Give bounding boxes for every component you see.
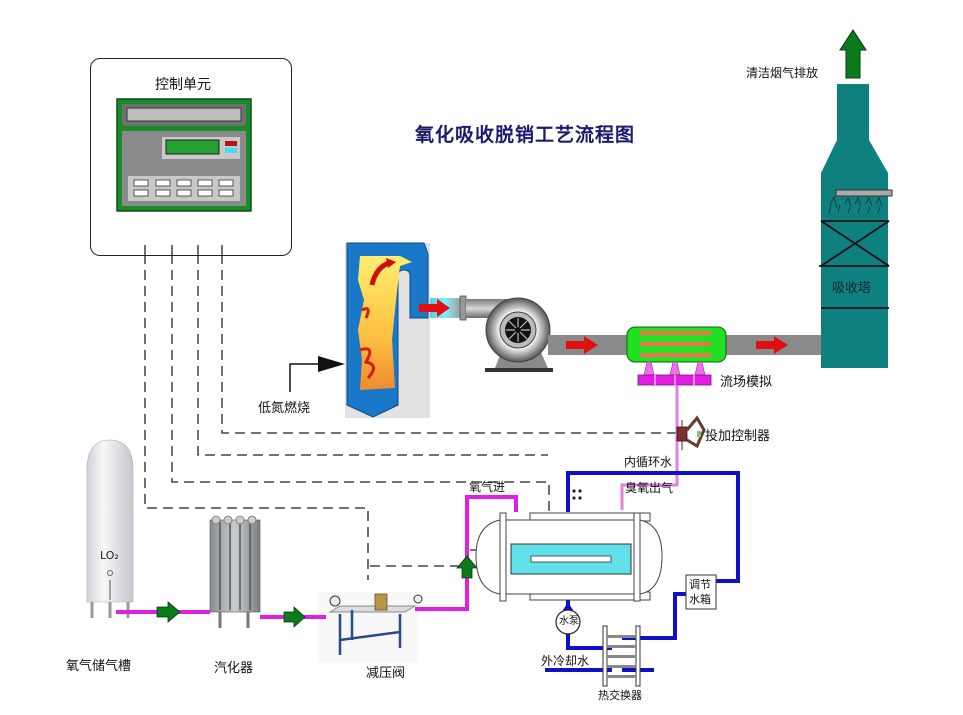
boiler (345, 242, 430, 418)
pump-label: 水泵 (559, 616, 579, 627)
vaporizer-label: 汽化器 (214, 661, 254, 676)
oxygen-flow-arrow-icon (156, 601, 181, 623)
flow-simulation-label: 流场模拟 (720, 375, 773, 390)
cooling-water-lines (545, 471, 740, 672)
dosing-controller-label: 投加控制器 (705, 429, 771, 444)
pressure-reducing-valve (318, 592, 423, 662)
inner-circulation-water-label: 内循环水 (624, 455, 673, 469)
water-tank-label-1: 调节 (689, 578, 711, 591)
oxygen-flow-arrow-icon (283, 606, 306, 628)
dosing-controller (676, 415, 706, 450)
flow-arrow-icon (419, 299, 450, 317)
oxygen-pipeline (116, 495, 518, 619)
external-cooling-water-label: 外冷却水 (541, 654, 590, 668)
oxygen-tank-label: 氧气储气槽 (66, 659, 132, 674)
low-nox-combustion-label: 低氮燃烧 (258, 401, 311, 416)
exhaust-arrow-icon (839, 29, 867, 79)
flow-arrow-icon (756, 336, 788, 354)
regulating-water-tank (685, 574, 717, 610)
lo2-marking: LO₂ (100, 549, 119, 562)
ozone-generator (475, 489, 663, 602)
oxygen-inlet-label: 氧气进 (469, 480, 506, 494)
water-tank-label-2: 水箱 (689, 593, 711, 606)
absorption-tower (819, 84, 893, 368)
water-pump (555, 609, 581, 635)
flow-arrow-icon (566, 336, 598, 354)
ozone-outlet-label: 臭氧出气 (625, 481, 674, 495)
absorption-tower-label: 吸收塔 (832, 281, 872, 296)
induced-draft-fan (485, 297, 553, 372)
low-nox-arrow (289, 356, 345, 392)
pressure-valve-label: 减压阀 (366, 666, 406, 681)
vaporizer (209, 515, 261, 628)
diagram-title: 氧化吸收脱销工艺流程图 (415, 124, 636, 146)
oxygen-storage-tank (86, 439, 134, 618)
clean-gas-exhaust-label: 清洁烟气排放 (746, 66, 819, 80)
flow-simulation-unit (626, 326, 727, 386)
control-unit-label: 控制单元 (155, 77, 211, 93)
heat-exchanger-label: 热交换器 (598, 689, 642, 702)
heat-exchanger (602, 625, 641, 687)
oxygen-flow-arrow-icon (456, 555, 478, 579)
